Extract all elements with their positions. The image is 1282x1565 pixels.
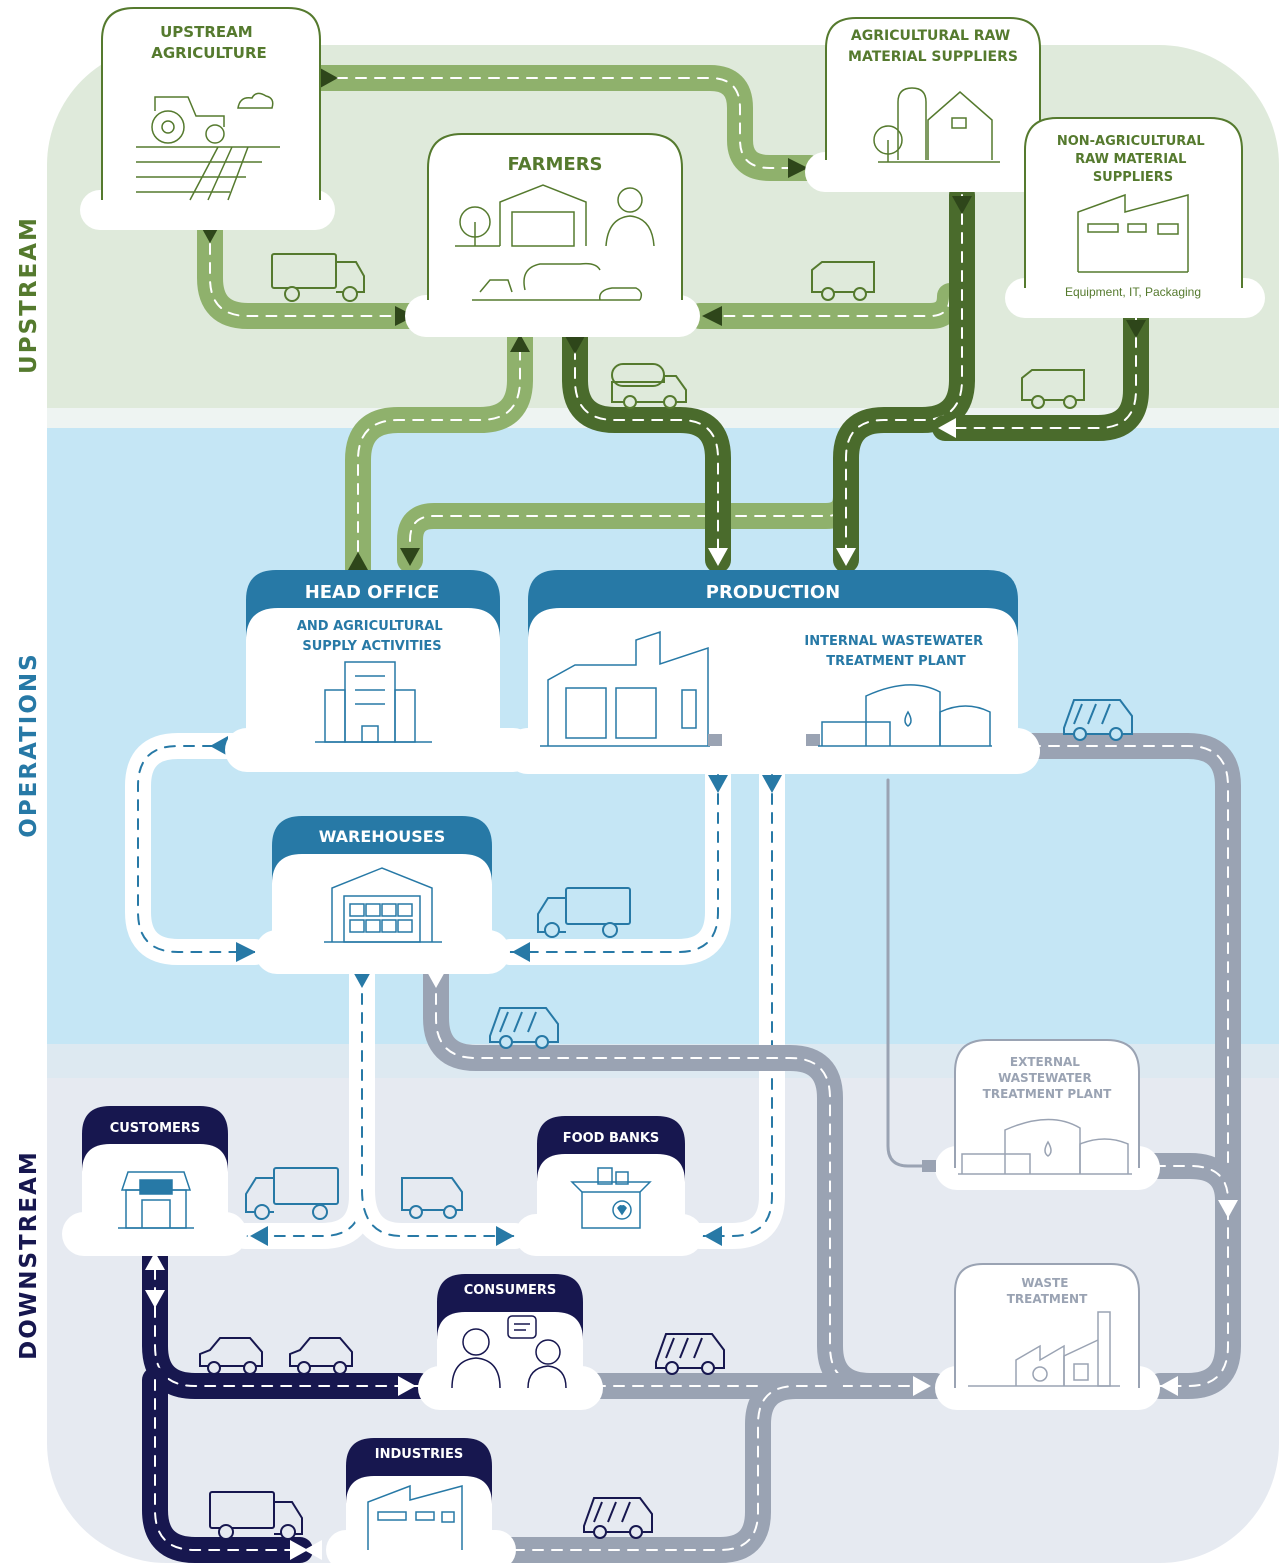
water-plant-icon xyxy=(818,684,992,747)
road-white xyxy=(125,733,785,1249)
car-icon-2 xyxy=(289,1337,353,1375)
garbage-truck-icon-3 xyxy=(655,1333,725,1375)
node-upstream-agriculture: UPSTREAM AGRICULTURE xyxy=(80,7,335,230)
zone-label-downstream: DOWNSTREAM xyxy=(16,1150,42,1360)
node-industries: INDUSTRIES xyxy=(326,1438,516,1565)
external-wastewater-title: EXTERNAL WASTEWATER TREATMENT PLANT xyxy=(983,1055,1112,1101)
non-agri-subtitle: Equipment, IT, Packaging xyxy=(1065,285,1201,299)
truck-icon xyxy=(271,253,365,302)
warehouse-icon xyxy=(324,867,442,943)
office-building-icon xyxy=(315,661,432,743)
agri-raw-suppliers-title: AGRICULTURAL RAW MATERIAL SUPPLIERS xyxy=(848,28,1018,65)
node-waste-treatment: WASTE TREATMENT xyxy=(935,1263,1160,1410)
internal-wastewater-title: INTERNAL WASTEWATER TREATMENT PLANT xyxy=(804,634,987,669)
road-dark-green xyxy=(562,182,1149,573)
garbage-truck-icon xyxy=(1063,699,1133,741)
tractor-field-icon xyxy=(136,92,280,201)
road-grey xyxy=(423,733,1241,1563)
industries-title: INDUSTRIES xyxy=(375,1447,463,1462)
van-icon xyxy=(811,261,875,301)
zone-label-operations: OPERATIONS xyxy=(16,652,42,837)
waste-treatment-title: WASTE TREATMENT xyxy=(1007,1276,1088,1306)
garbage-truck-icon-2 xyxy=(489,1007,559,1049)
shop-icon xyxy=(118,1171,194,1229)
node-agri-raw-suppliers: AGRICULTURAL RAW MATERIAL SUPPLIERS xyxy=(805,17,1060,192)
truck-icon-2 xyxy=(537,887,631,938)
node-external-wastewater: EXTERNAL WASTEWATER TREATMENT PLANT xyxy=(922,1039,1160,1190)
car-icon xyxy=(199,1337,263,1375)
node-production: PRODUCTION INTERNAL WASTEWATER TREATMENT… xyxy=(505,570,1040,774)
production-title: PRODUCTION xyxy=(706,582,840,603)
truck-icon-4 xyxy=(209,1491,303,1540)
garbage-truck-icon-4 xyxy=(583,1497,653,1539)
warehouses-title: WAREHOUSES xyxy=(319,827,446,846)
pipe-line xyxy=(886,778,937,1168)
upstream-agriculture-title: UPSTREAM AGRICULTURE xyxy=(151,23,267,62)
consumers-title: CONSUMERS xyxy=(464,1283,557,1298)
food-banks-title: FOOD BANKS xyxy=(563,1131,660,1146)
truck-icon-3 xyxy=(245,1167,339,1220)
van-icon-3 xyxy=(401,1177,463,1219)
road-navy xyxy=(142,1237,433,1563)
node-head-office: HEAD OFFICE AND AGRICULTURAL SUPPLY ACTI… xyxy=(225,570,535,772)
node-farmers: FARMERS xyxy=(405,133,700,337)
van-icon-2 xyxy=(1021,369,1085,409)
external-water-plant-icon xyxy=(922,1118,1132,1175)
factory-icon xyxy=(1077,193,1189,273)
farm-animals-icon xyxy=(455,184,655,301)
production-factory-icon xyxy=(540,630,820,747)
waste-plant-icon xyxy=(968,1311,1120,1387)
industry-factory-icon xyxy=(367,1484,463,1550)
node-customers: CUSTOMERS xyxy=(62,1106,247,1256)
customers-title: CUSTOMERS xyxy=(110,1121,201,1136)
farm-silo-icon xyxy=(873,87,1000,163)
people-talking-icon xyxy=(451,1315,567,1389)
node-non-agri-suppliers: NON-AGRICULTURAL RAW MATERIAL SUPPLIERS … xyxy=(1005,117,1265,318)
node-food-banks: FOOD BANKS xyxy=(515,1116,703,1256)
food-box-icon xyxy=(570,1167,652,1229)
farmers-title: FARMERS xyxy=(507,154,602,175)
head-office-title: HEAD OFFICE xyxy=(305,582,440,603)
node-warehouses: WAREHOUSES xyxy=(255,816,510,974)
non-agri-suppliers-title: NON-AGRICULTURAL RAW MATERIAL SUPPLIERS xyxy=(1057,134,1209,185)
zone-label-upstream: UPSTREAM xyxy=(16,216,42,374)
head-office-subtitle: AND AGRICULTURAL SUPPLY ACTIVITIES xyxy=(297,619,447,654)
tanker-truck-icon xyxy=(611,363,687,409)
node-consumers: CONSUMERS xyxy=(418,1274,603,1410)
